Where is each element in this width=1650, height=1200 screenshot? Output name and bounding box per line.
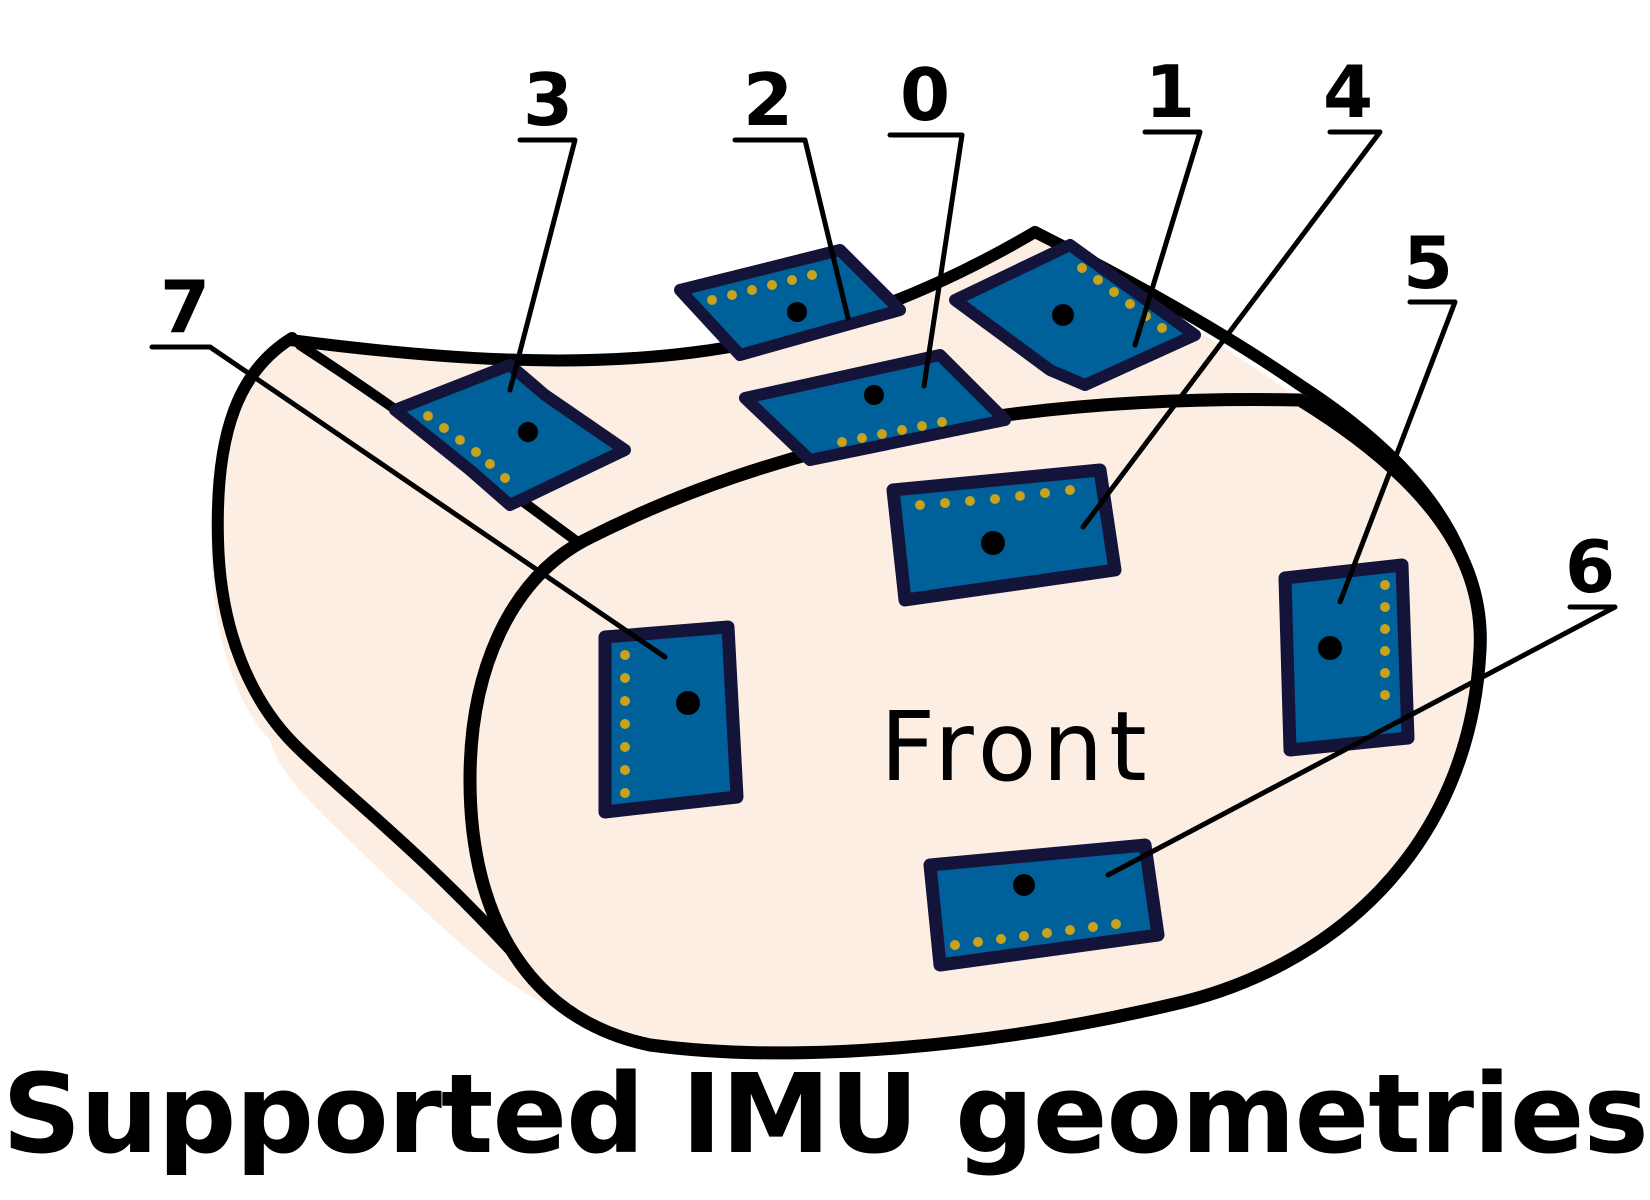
leader-line-5	[1337, 299, 1458, 605]
imu-label-1: 1	[1145, 50, 1195, 134]
imu-board-icon	[949, 239, 1201, 391]
imu-boards	[389, 239, 1415, 972]
front-face	[463, 393, 1487, 1060]
enclosure-outline-top	[284, 226, 1041, 367]
imu-board-icon	[598, 620, 744, 819]
imu-board-icon	[674, 244, 906, 361]
pin-dots	[1380, 580, 1390, 700]
imu-label-7: 7	[160, 265, 210, 349]
leader-line-7	[149, 344, 668, 660]
pin-dots	[707, 270, 817, 305]
imu-label-3: 3	[523, 58, 573, 142]
imu-board-icon	[923, 838, 1165, 972]
imu-label-0: 0	[900, 53, 950, 137]
leader-line-0	[887, 132, 965, 389]
pin-dots	[620, 650, 630, 798]
imu-board-icon	[739, 349, 1011, 466]
imu-board-icon	[886, 463, 1122, 607]
imu-label-5: 5	[1403, 221, 1453, 305]
front-face-label: Front	[880, 691, 1153, 803]
imu-board-7	[598, 620, 744, 819]
imu-board-2	[674, 244, 906, 361]
imu-board-6	[923, 838, 1165, 972]
imu-board-3	[389, 359, 631, 511]
imu-board-icon	[389, 359, 631, 511]
enclosure-outline-left	[211, 332, 526, 966]
leader-lines	[149, 129, 1618, 878]
pin-dots	[950, 919, 1121, 950]
imu-board-1	[949, 239, 1201, 391]
imu-board-icon	[1278, 558, 1415, 757]
pin-dots	[423, 411, 510, 483]
imu-label-2: 2	[743, 58, 793, 142]
leader-line-4	[1080, 129, 1383, 530]
imu-board-5	[1278, 558, 1415, 757]
pin-dots	[915, 485, 1075, 510]
leader-line-2	[732, 137, 851, 321]
leader-line-6	[1105, 604, 1618, 878]
imu-label-6: 6	[1565, 525, 1615, 609]
imu-labels: 3 2 0 1 4 5 6 7	[160, 50, 1615, 609]
leader-line-1	[1132, 129, 1203, 348]
imu-board-0	[739, 349, 1011, 466]
pin-dots	[837, 417, 947, 447]
diagram-caption: Supported IMU geometries	[2, 1050, 1649, 1178]
leader-line-3	[507, 137, 578, 393]
imu-board-4	[886, 463, 1122, 607]
imu-label-4: 4	[1323, 50, 1373, 134]
